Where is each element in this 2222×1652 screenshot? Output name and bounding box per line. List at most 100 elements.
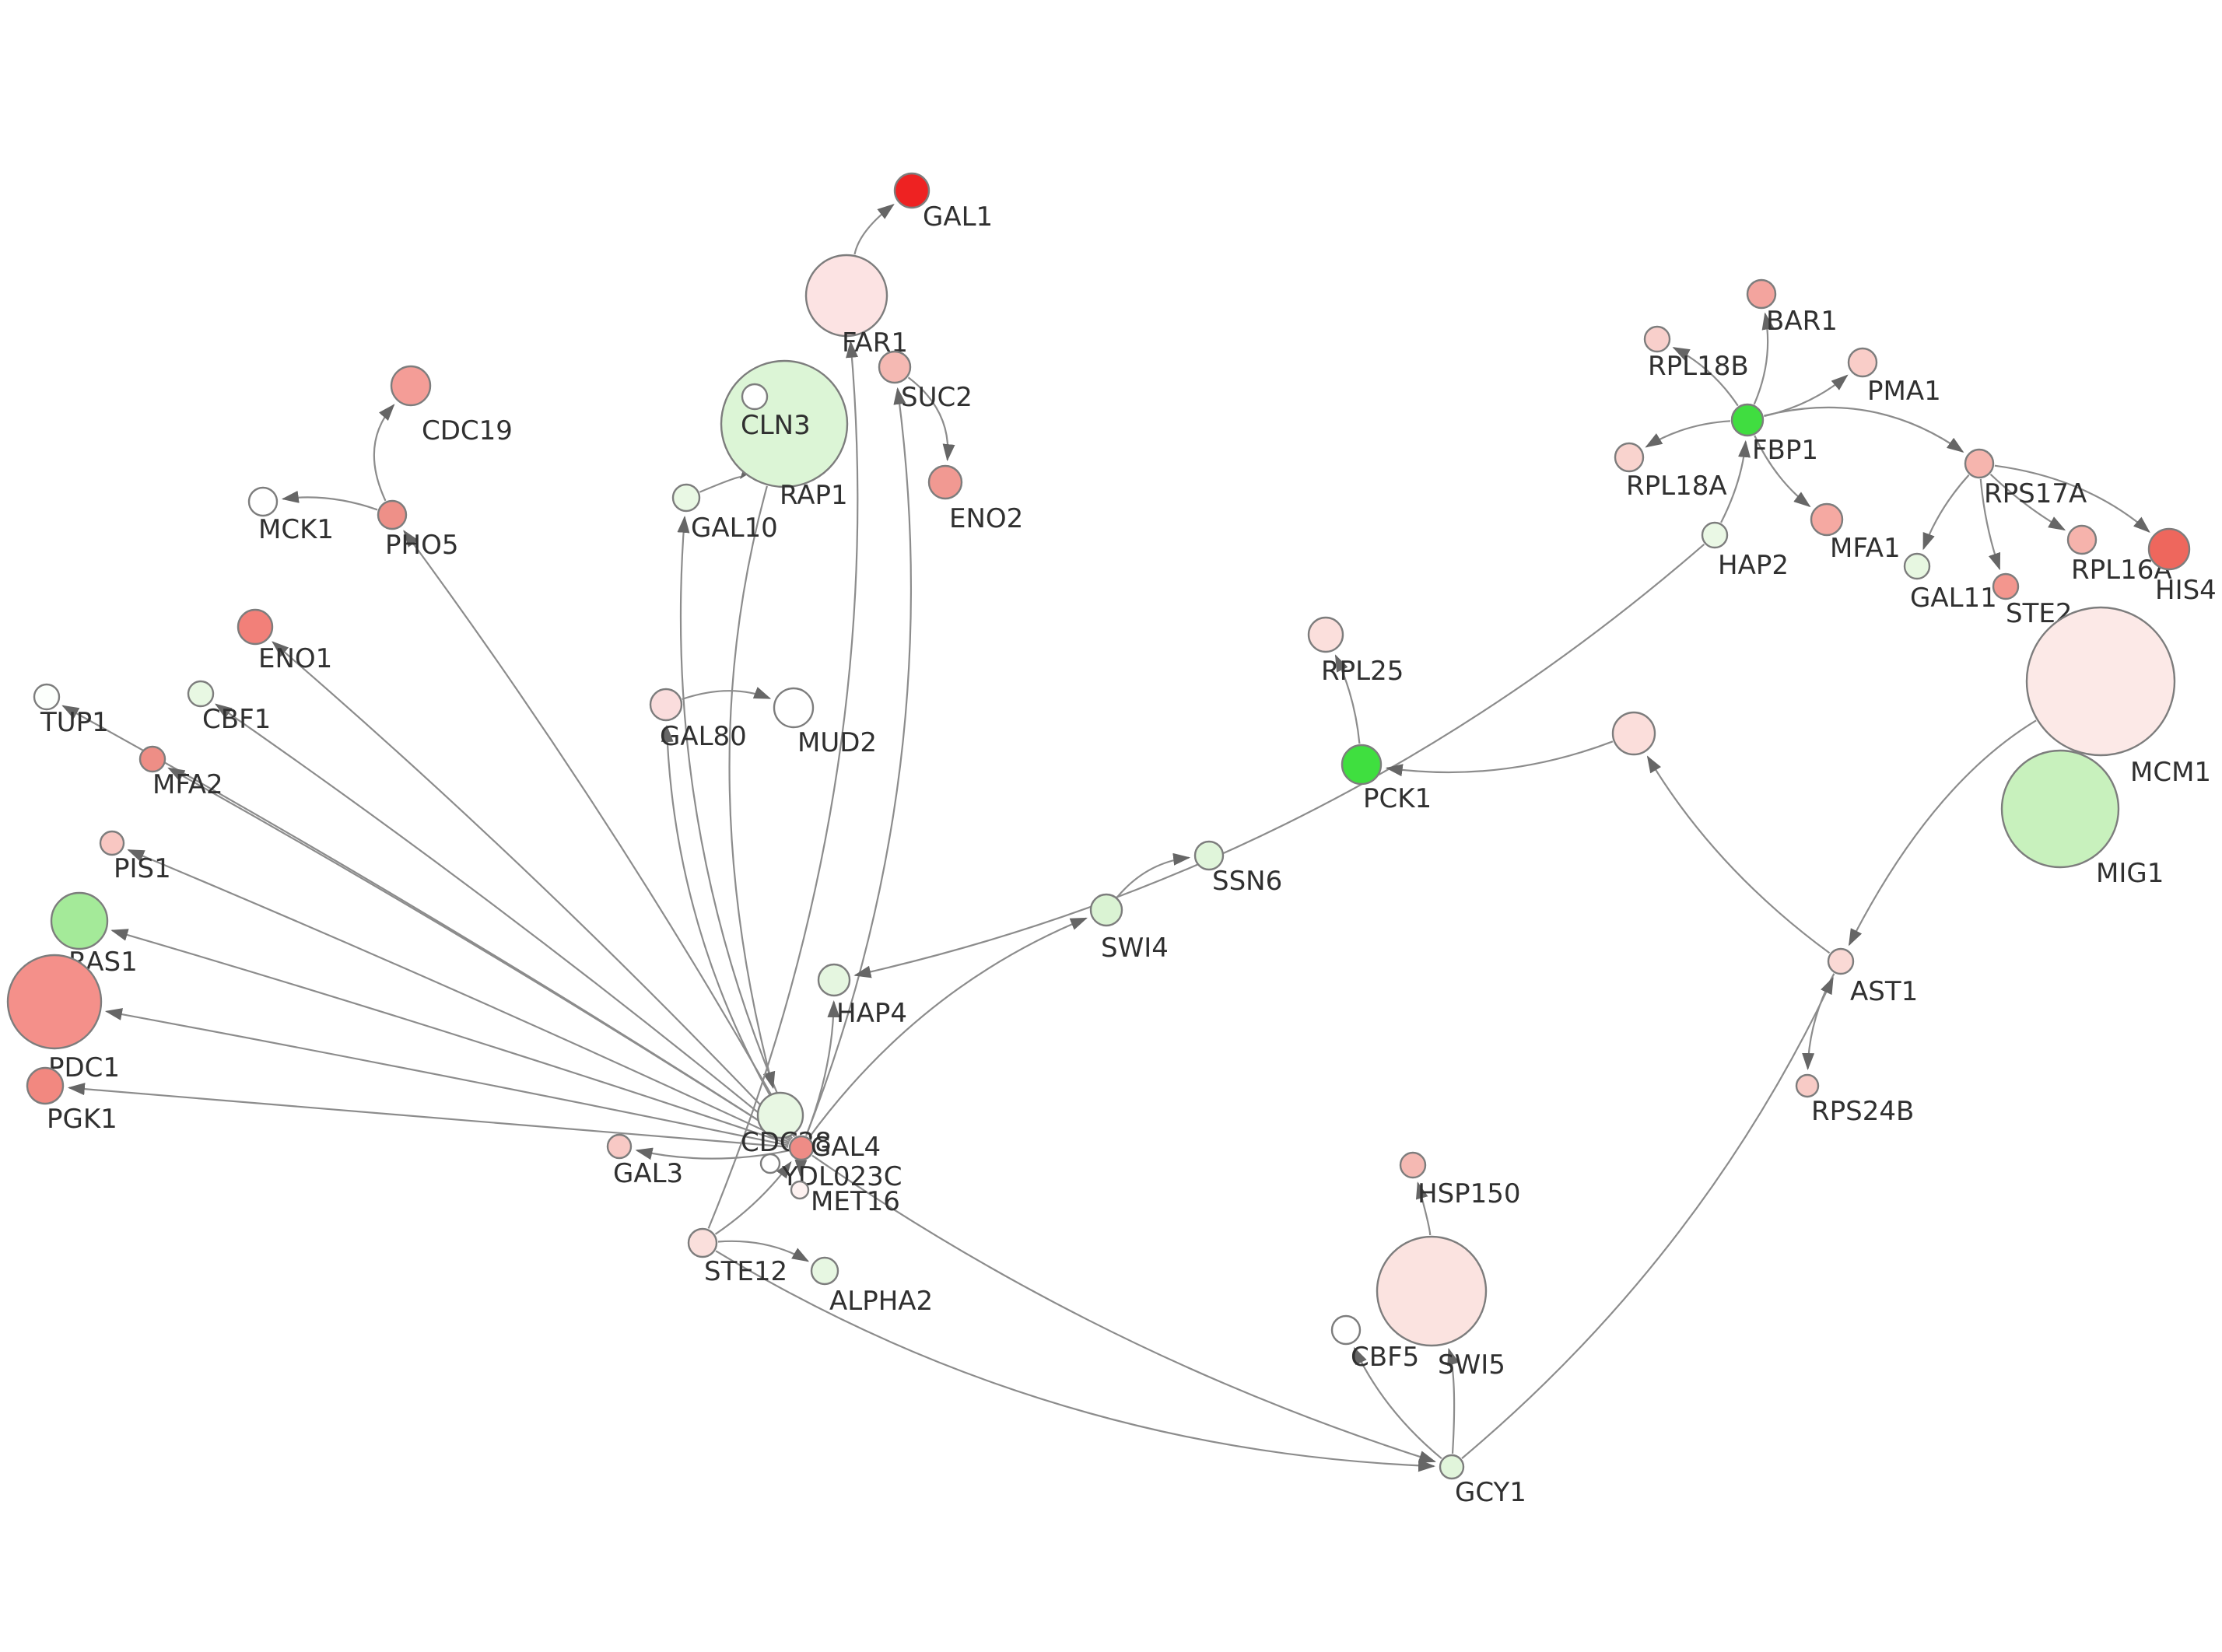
graph-node-PGK1[interactable]: [26, 1066, 65, 1105]
graph-node-SWI4[interactable]: [1089, 893, 1123, 927]
edge-SWI5-HSP150[interactable]: [1415, 1181, 1432, 1236]
edge-GAL4-RAS1[interactable]: [110, 929, 790, 1145]
edge-FBP1-RPL18B[interactable]: [1672, 347, 1739, 407]
edge-GCY1-CBF5[interactable]: [1354, 1346, 1442, 1460]
graph-node-PCK1[interactable]: [1341, 744, 1383, 786]
edge-STE12-FAR1[interactable]: [707, 340, 859, 1229]
graph-node-RAP1[interactable]: [741, 383, 769, 411]
graph-node-RPL16A[interactable]: [2066, 524, 2098, 555]
graph-node-HSP150[interactable]: [1399, 1151, 1427, 1179]
edge-N1-PCK1[interactable]: [1385, 740, 1614, 777]
graph-node-MUD2[interactable]: [773, 687, 815, 729]
graph-node-PHO5[interactable]: [377, 499, 408, 530]
graph-node-MFA2[interactable]: [138, 745, 166, 773]
graph-node-SUC2[interactable]: [878, 350, 912, 384]
graph-node-N1[interactable]: [1611, 711, 1656, 756]
edge-RPS17A-STE2[interactable]: [1979, 478, 2001, 571]
graph-node-AST1[interactable]: [1827, 947, 1855, 975]
edge-GCY1-AST1[interactable]: [1461, 976, 1834, 1459]
graph-node-HAP4[interactable]: [817, 963, 851, 997]
graph-node-MET16[interactable]: [790, 1180, 810, 1200]
graph-node-GAL11[interactable]: [1903, 552, 1931, 580]
edge-CLN3-CDC28[interactable]: [728, 485, 776, 1090]
edge-STE12-GAL4[interactable]: [714, 1160, 792, 1235]
edge-FBP1-MFA1[interactable]: [1754, 435, 1811, 508]
edge-GAL4-PIS1[interactable]: [127, 849, 790, 1143]
edge-GAL4-CBF1[interactable]: [215, 703, 792, 1141]
graph-node-MCK1[interactable]: [247, 486, 279, 517]
graph-node-MFA1[interactable]: [1810, 502, 1844, 537]
edge-FAR1-GAL1[interactable]: [853, 203, 895, 255]
graph-node-SWI5[interactable]: [1376, 1235, 1488, 1347]
graph-node-BAR1[interactable]: [1746, 278, 1777, 310]
edge-GAL10-CLN3[interactable]: [699, 461, 755, 493]
edge-STE12-GCY1[interactable]: [715, 1250, 1435, 1472]
edge-RPS17A-GAL11[interactable]: [1922, 474, 1970, 551]
graph-node-HAP2[interactable]: [1701, 521, 1729, 549]
edge-GAL4-PDC1[interactable]: [104, 1008, 789, 1146]
edge-STE12-ALPHA2[interactable]: [717, 1240, 810, 1262]
edge-MCM1-AST1[interactable]: [1848, 719, 2037, 947]
edge-RPS17A-HIS4[interactable]: [1994, 464, 2150, 534]
graph-node-HIS4[interactable]: [2147, 527, 2191, 571]
graph-node-GAL4[interactable]: [788, 1135, 815, 1161]
graph-node-GAL3[interactable]: [606, 1133, 633, 1160]
edge-GAL4-HAP4[interactable]: [805, 1000, 840, 1136]
edge-GAL4-SWI4[interactable]: [808, 917, 1088, 1138]
graph-node-ALPHA2[interactable]: [810, 1256, 839, 1286]
edge-SWI4-SSN6[interactable]: [1116, 852, 1191, 898]
edge-PCK1-RPL25[interactable]: [1334, 654, 1361, 744]
graph-node-ENO1[interactable]: [237, 608, 274, 646]
graph-node-CDC28[interactable]: [756, 1091, 804, 1139]
edge-GAL4-PHO5[interactable]: [403, 530, 796, 1137]
graph-node-YDL023C[interactable]: [759, 1153, 781, 1174]
edge-FBP1-PMA1[interactable]: [1764, 374, 1849, 418]
graph-node-RPL25[interactable]: [1307, 616, 1344, 653]
edge-AST1-N1[interactable]: [1646, 755, 1831, 954]
graph-node-SSN6[interactable]: [1193, 840, 1225, 871]
edge-PHO5-CDC19[interactable]: [373, 404, 395, 502]
graph-node-GCY1[interactable]: [1439, 1454, 1465, 1480]
graph-node-RPL18A[interactable]: [1614, 442, 1645, 473]
graph-node-CDC19[interactable]: [390, 365, 432, 407]
graph-node-STE2[interactable]: [1992, 572, 2020, 600]
edge-FBP1-RPL18A[interactable]: [1645, 420, 1731, 448]
edge-HAP2-FBP1[interactable]: [1720, 439, 1751, 523]
graph-node-FAR1[interactable]: [804, 254, 888, 338]
graph-node-RAS1[interactable]: [50, 891, 109, 950]
graph-node-STE12[interactable]: [687, 1227, 718, 1258]
edge-GAL80-MUD2[interactable]: [682, 687, 772, 700]
edge-GAL4-GAL10[interactable]: [677, 515, 797, 1136]
graph-node-RPS17A[interactable]: [1964, 448, 1995, 479]
graph-node-RPL18B[interactable]: [1643, 325, 1671, 353]
edge-GCY1-SWI5[interactable]: [1447, 1347, 1460, 1454]
graph-node-MCM1[interactable]: [2025, 606, 2176, 757]
edge-GAL4-PGK1[interactable]: [67, 1083, 789, 1148]
edge-GAL4-SUC2[interactable]: [805, 387, 912, 1136]
edge-PHO5-MCK1[interactable]: [281, 490, 378, 511]
graph-node-PMA1[interactable]: [1847, 347, 1878, 378]
edge-GAL4-TUP1[interactable]: [61, 705, 791, 1142]
edge-FBP1-BAR1[interactable]: [1753, 312, 1775, 405]
edge-GAL4-MFA2[interactable]: [167, 767, 791, 1142]
graph-node-RPS24B[interactable]: [1795, 1073, 1820, 1098]
graph-node-CBF5[interactable]: [1330, 1314, 1362, 1346]
graph-node-PIS1[interactable]: [99, 830, 125, 856]
edge-HAP2-HAP4[interactable]: [853, 543, 1705, 978]
graph-node-CLN3[interactable]: [720, 359, 849, 488]
edge-GAL4-ENO1[interactable]: [272, 641, 794, 1139]
graph-node-MIG1[interactable]: [2000, 749, 2120, 869]
graph-node-CBF1[interactable]: [187, 680, 215, 708]
graph-node-PDC1[interactable]: [6, 954, 103, 1050]
graph-node-GAL80[interactable]: [649, 688, 683, 722]
edge-GAL4-GCY1[interactable]: [811, 1154, 1437, 1463]
edge-SUC2-ENO2[interactable]: [907, 376, 955, 462]
graph-node-ENO2[interactable]: [927, 464, 963, 500]
graph-node-GAL1[interactable]: [893, 172, 931, 209]
graph-node-GAL10[interactable]: [671, 483, 701, 513]
edge-RPS17A-RPL16A[interactable]: [1989, 474, 2066, 531]
graph-node-TUP1[interactable]: [33, 683, 61, 711]
edge-FBP1-RPS17A[interactable]: [1764, 406, 1964, 453]
graph-node-FBP1[interactable]: [1730, 403, 1765, 437]
